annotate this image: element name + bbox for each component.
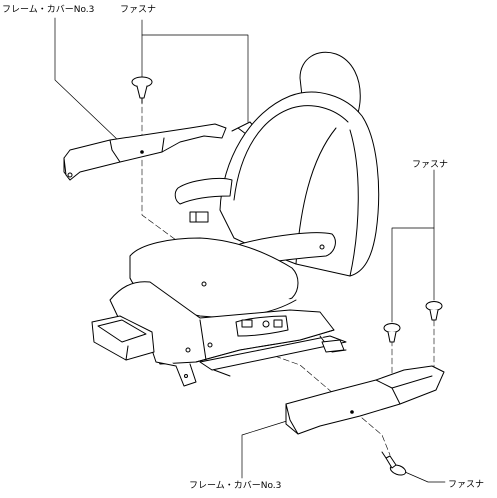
armrest-left-shape (174, 177, 233, 223)
seat-base-shape (109, 281, 335, 367)
fastener-bottom-shape (381, 451, 407, 476)
backrest-shape (219, 91, 380, 277)
front-tray-shape (91, 315, 155, 361)
frame-cover-bottom-shape (285, 365, 445, 435)
frame-cover-top-shape (63, 123, 227, 181)
label-fastener-bottom: ファスナ (448, 480, 485, 490)
label-frame-cover-top: フレーム・カバーNo.3 (2, 5, 95, 15)
fastener-right-upper-shape (425, 301, 443, 321)
leader-lines (54, 17, 446, 483)
label-fastener-top: ファスナ (120, 5, 157, 15)
fastener-right-lower-shape (383, 323, 401, 343)
label-fastener-right: ファスナ (412, 160, 449, 170)
label-frame-cover-bottom: フレーム・カバーNo.3 (189, 481, 282, 491)
seat-rails-shape (175, 335, 347, 387)
fastener-top-shape (131, 76, 153, 104)
